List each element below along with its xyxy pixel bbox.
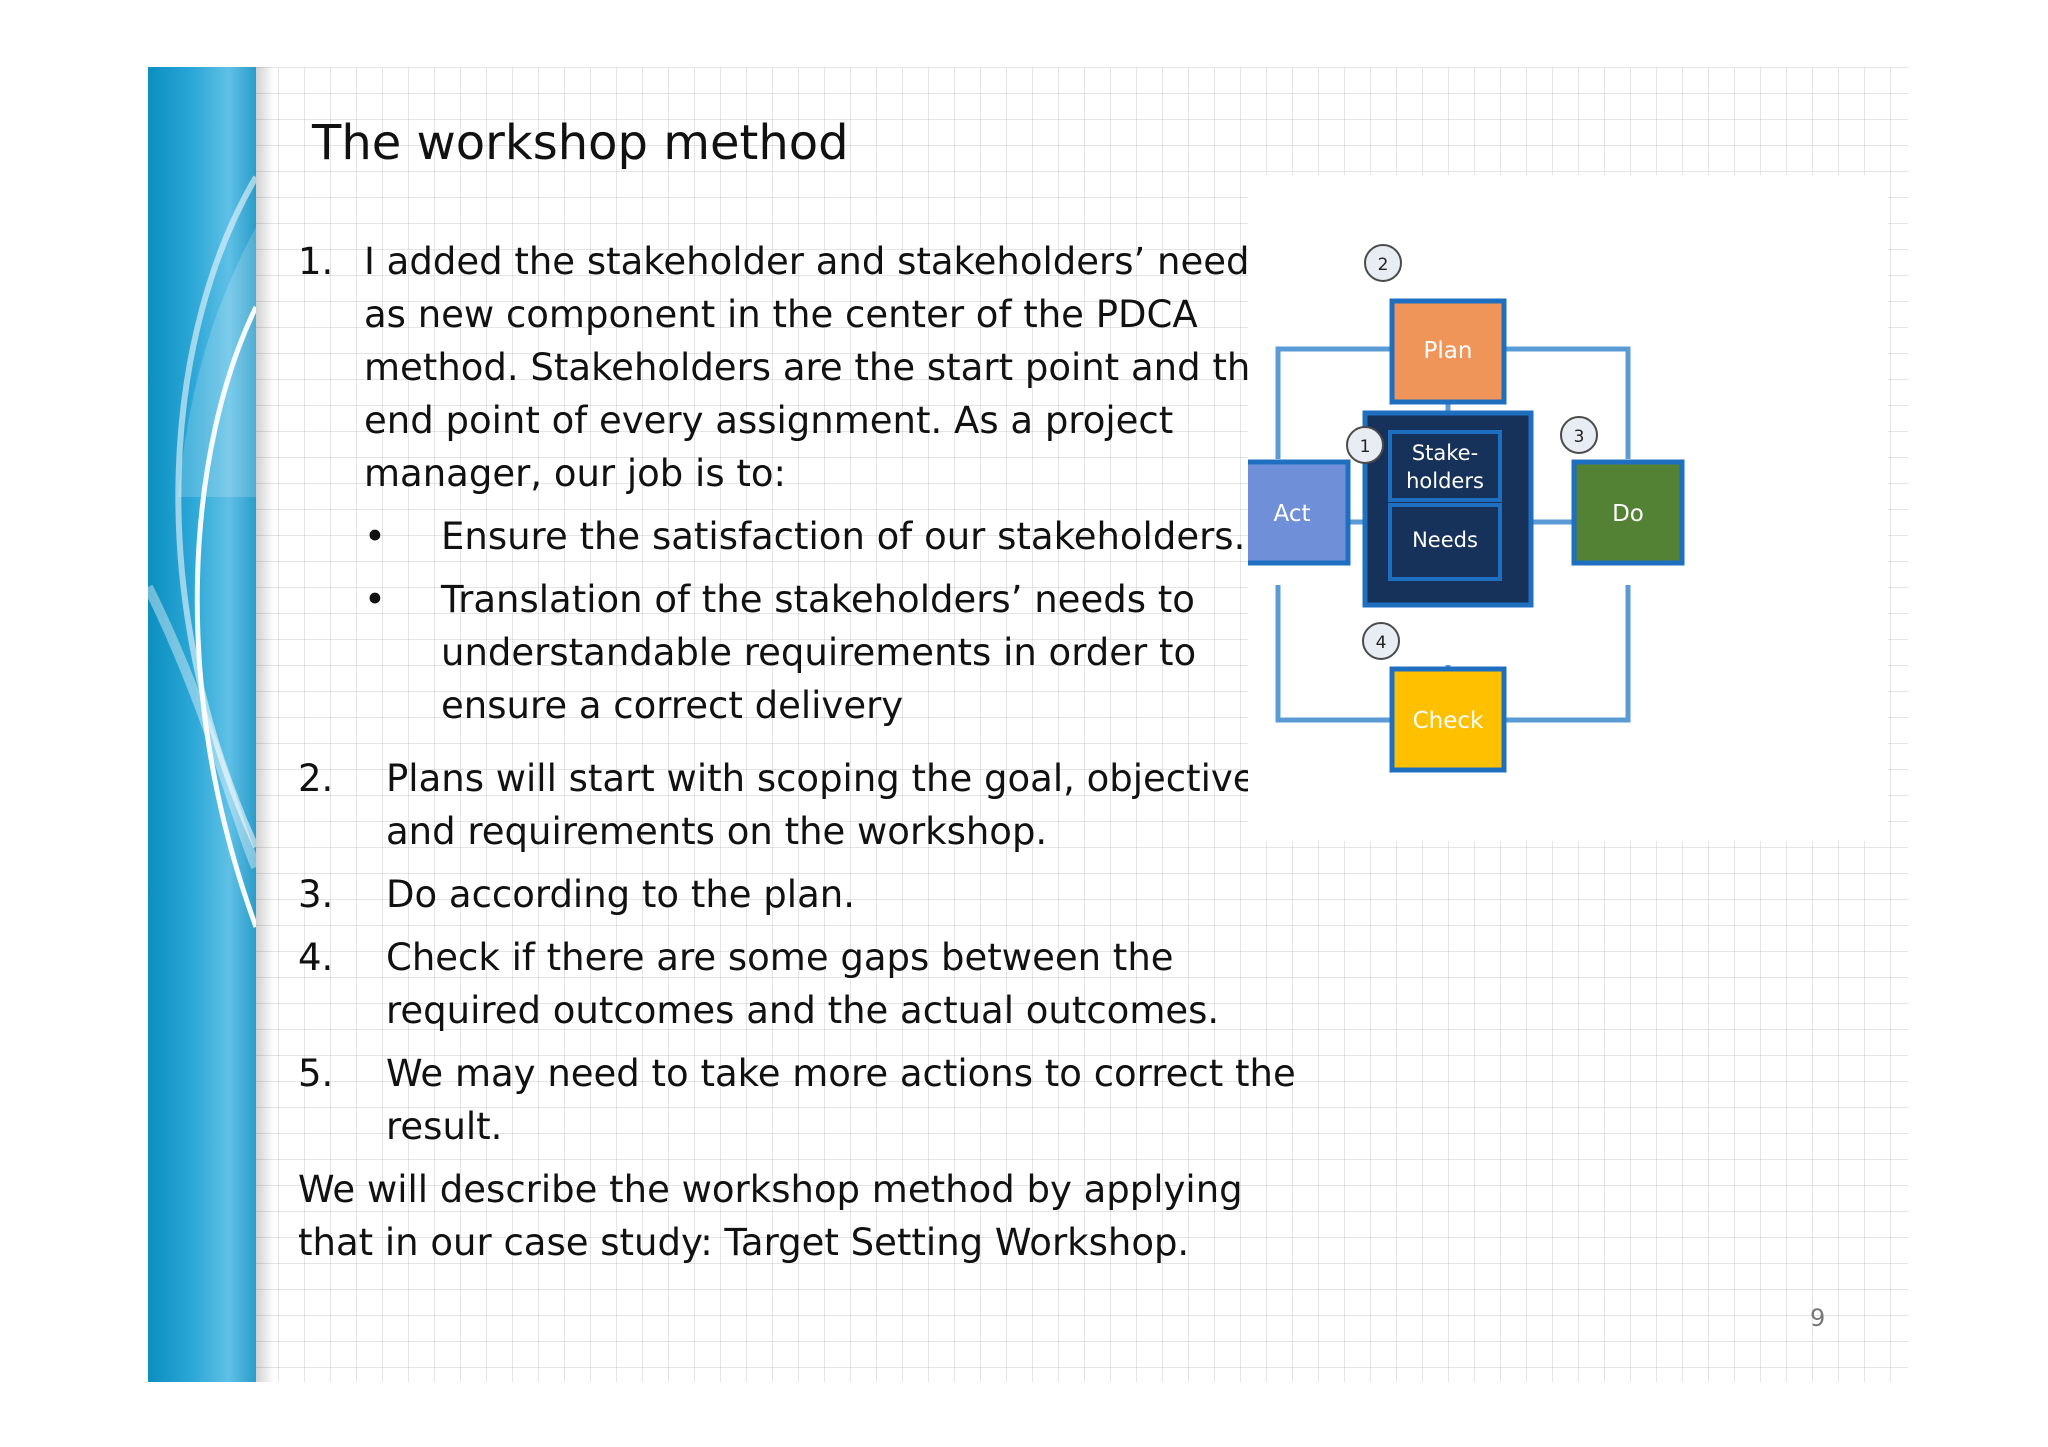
sub-bullet-list: • Ensure the satisfaction of our stakeho… xyxy=(364,510,1298,732)
bullet-icon: • xyxy=(364,578,386,621)
slide-body: 1. I added the stakeholder and stakehold… xyxy=(298,235,1298,1269)
sidebar-shadow xyxy=(256,67,274,1382)
check-box: Check xyxy=(1389,666,1507,773)
bullet-icon: • xyxy=(364,515,386,558)
check-label: Check xyxy=(1413,708,1484,734)
needs-label: Needs xyxy=(1412,528,1478,552)
act-label: Act xyxy=(1274,501,1311,527)
stakeholders-label-line1: Stake- xyxy=(1412,441,1478,465)
svg-text:4: 4 xyxy=(1376,633,1387,653)
slide-title: The workshop method xyxy=(312,115,849,171)
list-item-number: 3. xyxy=(298,873,334,916)
sub-bullet-item: • Ensure the satisfaction of our stakeho… xyxy=(364,510,1298,563)
list-item-number: 5. xyxy=(298,1052,334,1095)
list-item-text: I added the stakeholder and stakeholders… xyxy=(364,235,1298,742)
do-box: Do xyxy=(1571,459,1685,566)
list-item-number: 4. xyxy=(298,936,334,979)
list-item-1-text: I added the stakeholder and stakeholders… xyxy=(364,240,1274,495)
svg-text:1: 1 xyxy=(1360,437,1371,457)
slide: The workshop method 1. I added the stake… xyxy=(148,67,1908,1382)
list-item-2: 2. Plans will start with scoping the goa… xyxy=(298,752,1298,858)
svg-text:2: 2 xyxy=(1378,255,1389,275)
list-item-4: 4. Check if there are some gaps between … xyxy=(298,931,1298,1037)
stakeholders-center: Stake- holders Needs xyxy=(1362,410,1534,608)
list-item-text: Plans will start with scoping the goal, … xyxy=(386,757,1275,853)
page-number: 9 xyxy=(1810,1304,1826,1332)
list-item-text: Check if there are some gaps between the… xyxy=(386,936,1220,1032)
sub-bullet-item: • Translation of the stakeholders’ needs… xyxy=(364,573,1298,732)
list-item-text: We may need to take more actions to corr… xyxy=(386,1052,1296,1148)
stakeholders-label-line2: holders xyxy=(1406,469,1484,493)
svg-text:3: 3 xyxy=(1574,427,1585,447)
plan-label: Plan xyxy=(1424,338,1473,364)
sidebar-swoosh-graphic xyxy=(148,175,256,928)
list-item-3: 3. Do according to the plan. xyxy=(298,868,1298,921)
step-badge-plan: 2 xyxy=(1364,244,1402,282)
closing-paragraph: We will describe the workshop method by … xyxy=(298,1168,1243,1264)
plan-box: Plan xyxy=(1389,298,1507,405)
sidebar-decoration xyxy=(148,67,256,1382)
list-item-text: Do according to the plan. xyxy=(386,873,855,916)
step-badge-check: 4 xyxy=(1362,622,1400,660)
pdca-diagram: Plan Do Check Act Stake- holders Needs xyxy=(1248,244,1685,773)
list-item-number: 1. xyxy=(298,240,334,283)
list-item-1: 1. I added the stakeholder and stakehold… xyxy=(298,235,1298,742)
list-item-5: 5. We may need to take more actions to c… xyxy=(298,1047,1298,1153)
outer-connector-loop xyxy=(1275,346,1631,723)
sub-bullet-text: Translation of the stakeholders’ needs t… xyxy=(441,578,1197,727)
do-label: Do xyxy=(1612,501,1644,527)
diagram-background xyxy=(1248,175,1888,841)
sub-bullet-text: Ensure the satisfaction of our stakehold… xyxy=(441,515,1246,558)
step-badge-center: 1 xyxy=(1346,426,1384,464)
step-badge-do: 3 xyxy=(1560,416,1598,454)
act-box: Act xyxy=(1248,459,1351,566)
list-item-number: 2. xyxy=(298,757,334,800)
